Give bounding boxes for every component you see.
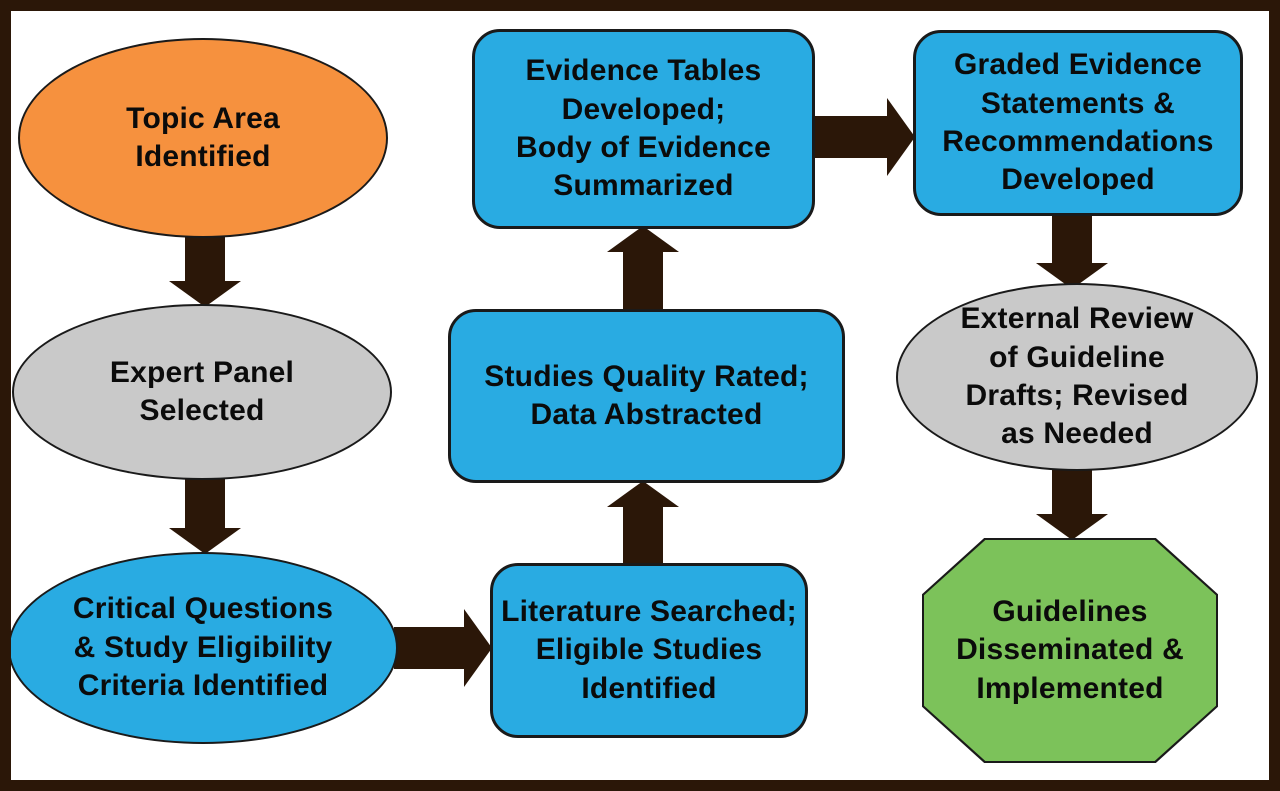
node-literature-searched-label: Literature Searched; Eligible Studies Id… [501, 594, 797, 705]
arrow-head-icon [607, 481, 679, 507]
node-guidelines-disseminated-label: Guidelines Disseminated & Implemented [956, 594, 1184, 705]
arrow-topic-to-expert [169, 227, 241, 307]
node-guidelines-disseminated: Guidelines Disseminated & Implemented [922, 538, 1218, 763]
octagon-shape [922, 538, 1218, 763]
node-studies-quality-rated-label: Studies Quality Rated; Data Abstracted [484, 359, 809, 431]
node-external-review: External Review of Guideline Drafts; Rev… [896, 283, 1258, 471]
node-expert-panel-selected: Expert Panel Selected [12, 304, 392, 480]
arrow-body [1052, 213, 1092, 265]
arrow-evidence-to-graded [812, 97, 915, 177]
arrow-studies-to-evidence [607, 226, 679, 311]
node-topic-area-identified: Topic Area Identified [18, 38, 388, 238]
node-studies-quality-rated: Studies Quality Rated; Data Abstracted [448, 309, 845, 483]
arrow-body [185, 476, 225, 530]
node-topic-area-identified-label: Topic Area Identified [126, 101, 280, 173]
arrow-body [623, 505, 663, 565]
arrow-graded-to-external [1036, 213, 1108, 289]
arrow-head-icon [169, 528, 241, 554]
arrow-head-icon [169, 281, 241, 307]
arrow-head-icon [607, 226, 679, 252]
arrow-head-icon [1036, 514, 1108, 540]
arrow-head-icon [887, 98, 915, 176]
arrow-critical-to-literature [394, 609, 492, 687]
arrow-head-icon [464, 609, 492, 687]
node-graded-evidence: Graded Evidence Statements & Recommendat… [913, 30, 1243, 216]
arrow-body [623, 250, 663, 311]
arrow-body [1052, 466, 1092, 516]
arrow-body [394, 627, 466, 669]
arrow-external-to-guidelines [1036, 466, 1108, 540]
node-critical-questions: Critical Questions & Study Eligibility C… [8, 552, 398, 744]
node-external-review-label: External Review of Guideline Drafts; Rev… [960, 302, 1194, 451]
arrow-literature-to-studies [607, 481, 679, 565]
node-critical-questions-label: Critical Questions & Study Eligibility C… [72, 592, 334, 703]
node-literature-searched: Literature Searched; Eligible Studies Id… [490, 563, 808, 738]
node-graded-evidence-label: Graded Evidence Statements & Recommendat… [942, 48, 1214, 197]
octagon-fill [924, 540, 1216, 761]
node-expert-panel-selected-label: Expert Panel Selected [109, 355, 295, 427]
arrow-body [812, 116, 889, 158]
node-evidence-tables-label: Evidence Tables Developed; Body of Evide… [516, 54, 771, 203]
arrow-expert-to-critical [169, 476, 241, 554]
node-evidence-tables: Evidence Tables Developed; Body of Evide… [472, 29, 815, 229]
